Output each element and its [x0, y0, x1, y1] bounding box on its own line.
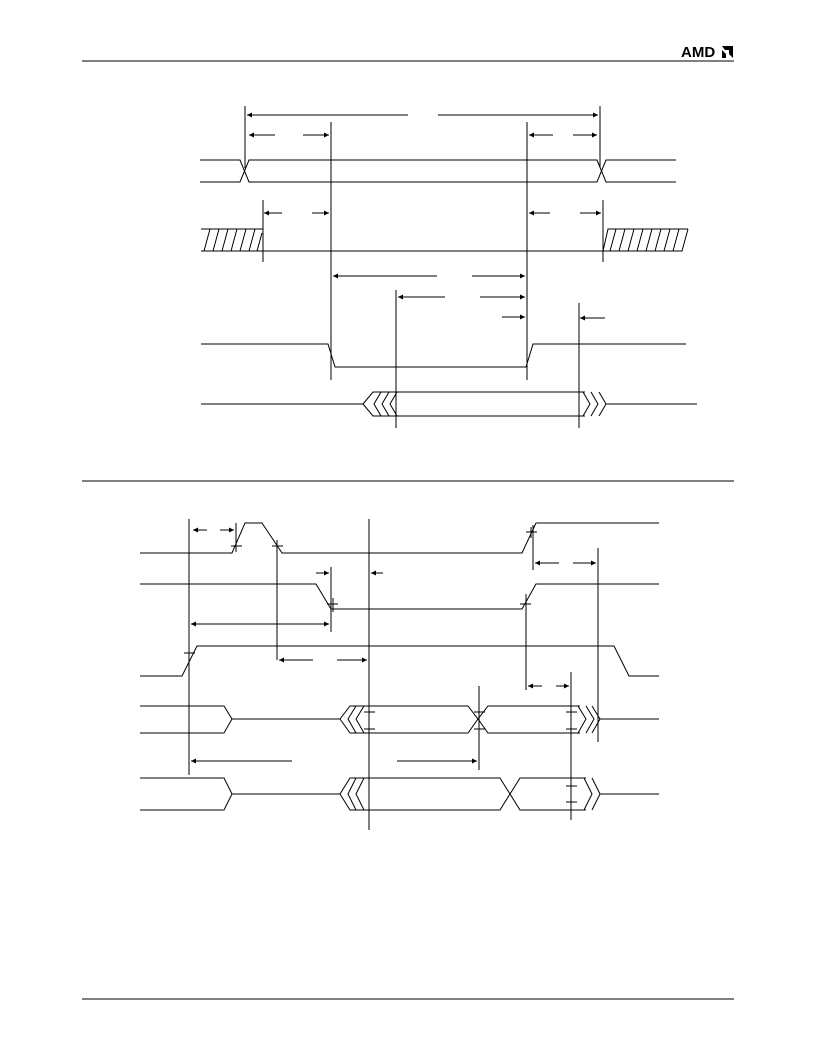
- signal-b-ticks: [327, 594, 531, 612]
- signal-2-hatched: [201, 229, 688, 251]
- signal-3-strobe: [201, 344, 686, 367]
- signal-4-data: [201, 392, 697, 416]
- signal-d-bus: [140, 706, 659, 733]
- reference-lines-1: [245, 106, 603, 428]
- signal-c-ticks: [184, 647, 195, 660]
- amd-logo-text: AMD: [681, 44, 715, 61]
- signal-a: [140, 523, 659, 553]
- header: AMD: [82, 44, 734, 61]
- timing-arrows-1: [247, 112, 605, 321]
- timing-diagram-2: [140, 519, 659, 830]
- signal-c: [140, 646, 659, 676]
- timing-arrows-2: [191, 527, 596, 764]
- signal-1-bus: [200, 160, 676, 182]
- reference-lines-2: [189, 519, 598, 830]
- timing-diagram-1: [200, 106, 697, 428]
- signal-e-bus: [140, 778, 659, 810]
- signal-b: [140, 584, 659, 609]
- signal-a-ticks: [231, 527, 537, 552]
- amd-arrow-icon: [722, 46, 733, 58]
